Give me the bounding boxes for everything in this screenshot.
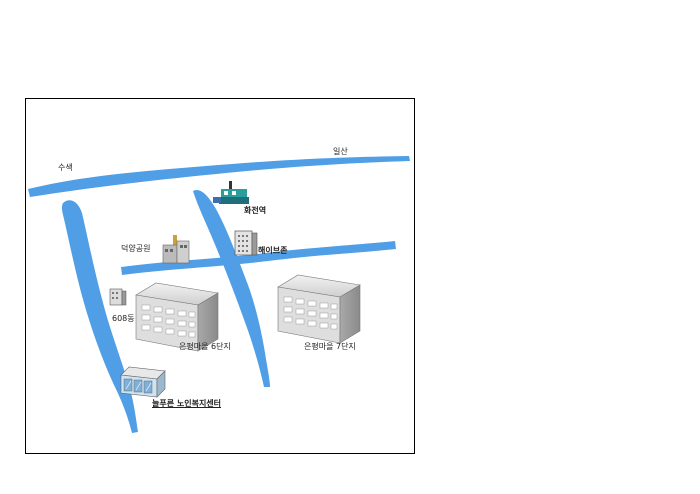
label-eunpyeong-7: 은평마을 7단지 (304, 342, 356, 351)
apartment-block-icon (135, 282, 219, 352)
map-canvas (28, 156, 410, 433)
label-suseo: 수색 (58, 163, 73, 172)
label-factory: 덕양공원 (121, 244, 151, 253)
label-ilsan: 일산 (333, 147, 348, 156)
road-left (61, 200, 138, 433)
label-station: 화전역 (244, 206, 267, 215)
label-senior-center: 늘푸른 노인복지센터 (152, 399, 222, 408)
map-frame: 수색 일산 화전역 덕양공원 해이브존 608동 은평마을 6단지 은평마을 7… (25, 98, 415, 454)
label-eunpyeong-6: 은평마을 6단지 (179, 342, 231, 351)
office-tower-icon (234, 230, 258, 256)
factory-icon (162, 235, 190, 264)
welfare-center-icon (120, 366, 166, 398)
road-middle (121, 241, 396, 275)
small-building-icon (109, 288, 127, 306)
train-station-icon (213, 181, 249, 204)
road-top (28, 156, 410, 197)
apartment-block-icon (277, 274, 361, 344)
label-608-dong: 608동 (112, 314, 135, 323)
label-apartment-tower: 해이브존 (258, 246, 288, 255)
road-right (193, 189, 270, 387)
roads (28, 156, 410, 433)
